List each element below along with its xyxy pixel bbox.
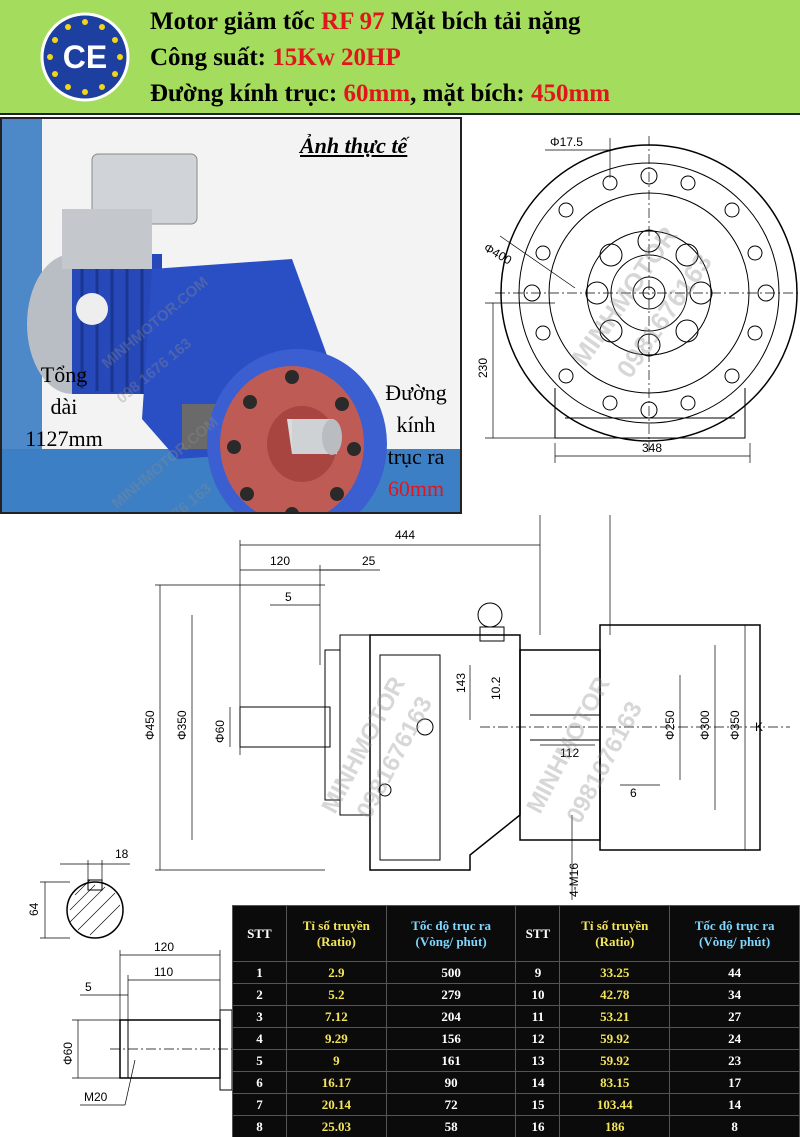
ratio-table: STT Tỉ số truyền(Ratio) Tốc độ trục ra(V… [232, 905, 800, 1137]
svg-text:112: 112 [560, 746, 579, 760]
col-ratio: Tỉ số truyền(Ratio) [285, 905, 387, 962]
svg-text:110: 110 [154, 965, 173, 979]
svg-text:444: 444 [395, 528, 415, 542]
svg-text:64: 64 [27, 902, 41, 916]
svg-text:25: 25 [362, 554, 376, 568]
ce-logo-icon: CE [40, 12, 130, 102]
svg-text:6: 6 [630, 786, 637, 800]
svg-text:120: 120 [270, 554, 290, 568]
svg-text:Φ300: Φ300 [698, 710, 712, 740]
title-line: Motor giảm tốc RF 97 Mặt bích tải nặng [150, 8, 581, 35]
front-view-drawing: Φ17.5 Φ400 230 348 MINHMOTOR 0981676163 [476, 135, 800, 463]
svg-text:Φ17.5: Φ17.5 [550, 135, 583, 149]
svg-text:4-M16: 4-M16 [567, 863, 581, 897]
svg-text:5: 5 [85, 980, 92, 994]
svg-text:CE: CE [63, 39, 107, 75]
svg-text:Φ250: Φ250 [663, 710, 677, 740]
col-ratio: Tỉ số truyền(Ratio) [559, 905, 671, 962]
svg-text:M20: M20 [84, 1090, 108, 1104]
svg-text:Φ450: Φ450 [143, 710, 157, 740]
power-line: Công suất: 15Kw 20HP [150, 44, 401, 71]
svg-text:Φ350: Φ350 [728, 710, 742, 740]
product-photo: MINHMOTOR.COM 098 1676 163 MINHMOTOR.COM… [0, 117, 462, 514]
header-banner: CE Motor giảm tốc RF 97 Mặt bích tải nặn… [0, 0, 800, 115]
motor-illustration: MINHMOTOR.COM 098 1676 163 MINHMOTOR.COM… [2, 119, 460, 512]
svg-text:348: 348 [642, 441, 662, 455]
svg-text:K: K [755, 720, 763, 734]
ratio-table-grid: STT Tỉ số truyền(Ratio) Tốc độ trục ra(V… [232, 905, 800, 1137]
shaft-line: Đường kính trục: 60mm, mặt bích: 450mm [150, 80, 611, 107]
col-stt: STT [232, 905, 287, 962]
svg-text:Φ350: Φ350 [175, 710, 189, 740]
col-stt: STT [515, 905, 561, 962]
shaft-section-drawing: 18 64 [27, 847, 130, 939]
svg-text:Φ60: Φ60 [213, 720, 227, 743]
svg-text:18: 18 [115, 847, 129, 861]
side-view-drawing: 444 120 25 5 Φ450 Φ350 Φ60 Φ250 Φ300 Φ35… [143, 515, 790, 900]
col-speed: Tốc độ trục ra(Vòng/ phút) [669, 905, 800, 962]
svg-text:Φ60: Φ60 [61, 1042, 75, 1065]
shaft-detail-drawing: 120 110 5 Φ60 M20 [61, 940, 232, 1106]
table-header-row: STT Tỉ số truyền(Ratio) Tốc độ trục ra(V… [232, 905, 800, 962]
svg-text:120: 120 [154, 940, 174, 954]
photo-caption: Ảnh thực tế [300, 133, 408, 158]
svg-text:10.2: 10.2 [489, 676, 503, 700]
svg-text:5: 5 [285, 590, 292, 604]
svg-text:143: 143 [454, 673, 468, 693]
output-shaft-label: Đường kính trục ra 60mm [385, 380, 447, 501]
col-speed: Tốc độ trục ra(Vòng/ phút) [385, 905, 517, 962]
total-length-label: Tổng dài 1127mm [25, 362, 103, 451]
svg-text:230: 230 [476, 358, 490, 378]
